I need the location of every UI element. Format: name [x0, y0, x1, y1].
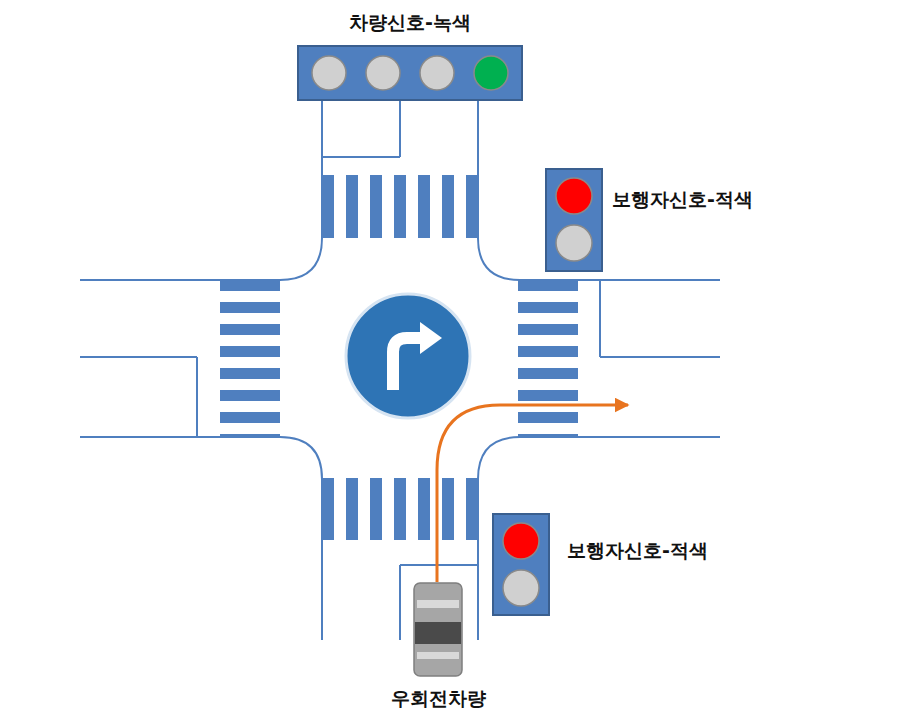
red-lamp: [556, 178, 592, 214]
scene-circle: [346, 294, 470, 418]
scene-rect: [322, 175, 478, 238]
off-lamp: [556, 225, 592, 261]
signal-label: 차량신호-녹색: [349, 11, 471, 34]
off-lamp: [503, 570, 539, 606]
right-turn-sign: [346, 294, 470, 418]
road-edges: [80, 100, 720, 640]
scene-path: [478, 437, 720, 640]
signal-node: 보행자신호-적색: [492, 513, 550, 616]
off-lamp: [420, 56, 454, 90]
scene-line: [322, 156, 400, 158]
vehicle-node: 우회전차량: [413, 582, 463, 677]
lane-markings: [80, 100, 720, 640]
scene-line: [399, 565, 401, 640]
car-windshield: [417, 600, 459, 608]
scene-path: [393, 338, 422, 390]
scene-rect: [518, 280, 578, 437]
node-shape: [413, 582, 463, 677]
scene-rect: [220, 280, 280, 437]
scene-line: [400, 564, 478, 566]
scene-line: [599, 280, 601, 357]
scene-line: [196, 357, 198, 437]
signal-housing: [546, 169, 602, 271]
signal-housing: [298, 46, 522, 100]
scene-rect: [322, 478, 478, 540]
node-shape: [492, 513, 550, 616]
red-lamp: [503, 523, 539, 559]
scene-line: [600, 356, 720, 358]
car-rear-window: [417, 652, 459, 659]
green-lamp: [474, 56, 508, 90]
off-lamp: [312, 56, 346, 90]
node-shape: [545, 168, 603, 272]
signal-node: 보행자신호-적색: [545, 168, 603, 272]
car-roof: [415, 622, 461, 644]
signal-label: 보행자신호-적색: [567, 539, 708, 562]
crosswalks: [220, 175, 578, 540]
signal-node: 차량신호-녹색: [297, 45, 523, 101]
vehicle-label: 우회전차량: [391, 687, 486, 710]
car-body: [414, 583, 462, 676]
scene-line: [80, 356, 197, 358]
scene-path: [80, 437, 322, 640]
off-lamp: [366, 56, 400, 90]
signal-label: 보행자신호-적색: [612, 188, 753, 211]
signal-housing: [493, 514, 549, 615]
scene-path: [420, 322, 442, 354]
scene-line: [399, 100, 401, 157]
node-shape: [297, 45, 523, 101]
scene-path: [80, 100, 322, 280]
